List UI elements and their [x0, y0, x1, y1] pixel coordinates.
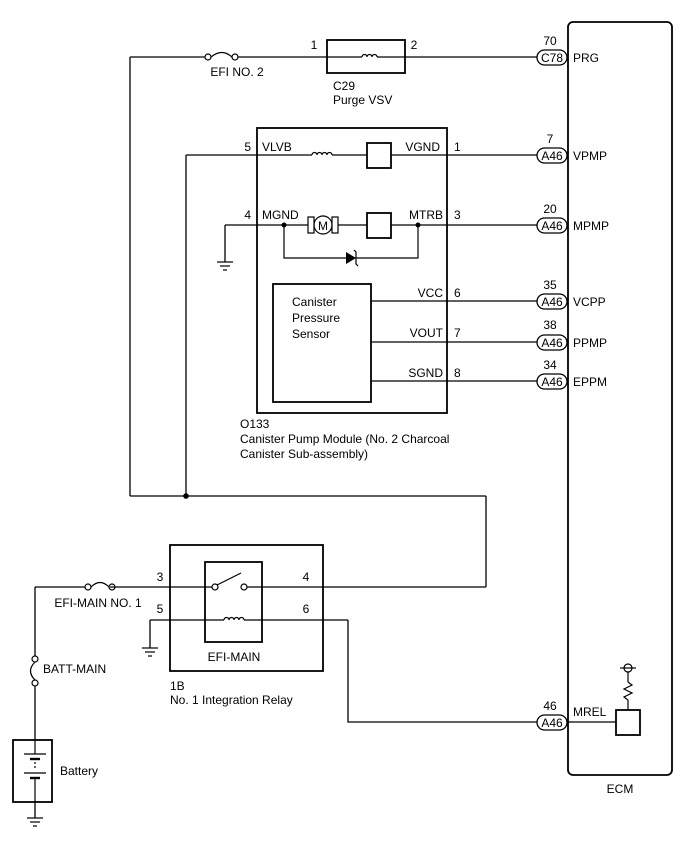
ecm-pin-34-conn: A46 [541, 375, 563, 389]
relay-coil-icon [223, 616, 245, 621]
ground-icon [142, 647, 158, 657]
ecm-pin-46-num: 46 [543, 699, 557, 713]
ground-icon [217, 261, 233, 271]
mrel-driver-block [615, 709, 641, 736]
fuse-efi-no2 [204, 51, 239, 61]
connector-a46 [536, 293, 568, 310]
ecm-pin-38-conn: A46 [541, 336, 563, 350]
module-name-line2: Canister Sub-assembly) [240, 447, 368, 461]
module-name-line1: Canister Pump Module (No. 2 Charcoal [240, 432, 449, 446]
relay-switch-icon [211, 572, 248, 591]
module-pin-5-num: 5 [244, 140, 251, 154]
sensor-label-line2: Pressure [292, 311, 340, 325]
module-pin-3-name: MTRB [409, 208, 443, 222]
ecm-block [567, 21, 673, 776]
diode-wire-right [356, 225, 419, 259]
ecm-pin-34-name: EPPM [573, 375, 607, 389]
ecm-pin-7-conn: A46 [541, 149, 563, 163]
ecm-pin-35-num: 35 [543, 278, 557, 292]
module-pin-7-num: 7 [454, 326, 461, 340]
ecm-pin-35-name: VCPP [573, 295, 606, 309]
vsv-pin1: 1 [311, 38, 318, 52]
fuse-efi-main-no1-label: EFI-MAIN NO. 1 [54, 596, 142, 610]
ecm-pin-38-name: PPMP [573, 336, 607, 350]
module-pin-6-name: VCC [418, 286, 444, 300]
relay-code: 1B [170, 679, 185, 693]
sensor-label-line3: Sensor [292, 327, 330, 341]
ecm-pin-70-num: 70 [543, 34, 557, 48]
relay-pin-6: 6 [303, 602, 310, 616]
efi-main-relay-block [204, 561, 263, 643]
vsv-name: Purge VSV [333, 93, 392, 107]
relay-pin-4: 4 [303, 570, 310, 584]
ecm-pin-38-num: 38 [543, 318, 557, 332]
module-pin-1-name: VGND [405, 140, 440, 154]
sensor-label-line1: Canister [292, 295, 337, 309]
integration-relay-block [169, 544, 324, 672]
module-code: O133 [240, 417, 270, 431]
wire-mrel [347, 620, 537, 723]
connector-a46 [536, 147, 568, 164]
module-pin-6-num: 6 [454, 286, 461, 300]
fuse-efi-no2-label: EFI NO. 2 [210, 65, 264, 79]
battery-label: Battery [60, 764, 98, 778]
module-pin-8-num: 8 [454, 366, 461, 380]
diode-wire-left [283, 225, 346, 259]
canister-pump-module-block [256, 127, 448, 414]
ecm-pin-70-conn: C78 [541, 51, 563, 65]
battery-block [12, 739, 53, 803]
ecm-pin-20-num: 20 [543, 202, 557, 216]
connector-a46 [536, 217, 568, 234]
relay-pin-5: 5 [157, 602, 164, 616]
relay-pin-3: 3 [157, 570, 164, 584]
module-pin-8-name: SGND [408, 366, 443, 380]
pressure-sensor-block [272, 283, 372, 403]
vsv-pin2: 2 [411, 38, 418, 52]
connector-c78 [536, 49, 568, 66]
ecm-pin-20-conn: A46 [541, 219, 563, 233]
fuse-batt-main [29, 655, 39, 687]
relay-inner-label: EFI-MAIN [208, 650, 261, 664]
ecm-pin-20-name: MPMP [573, 219, 609, 233]
valve-coil-icon [311, 151, 333, 156]
ecm-label: ECM [607, 782, 634, 796]
module-pin-5-name: VLVB [262, 140, 292, 154]
valve-block [366, 142, 392, 169]
module-pin-4-num: 4 [244, 208, 251, 222]
connector-a46 [536, 373, 568, 390]
module-pin-3-num: 3 [454, 208, 461, 222]
junction-dot [183, 493, 189, 499]
ecm-pin-46-conn: A46 [541, 716, 563, 730]
module-pin-1-num: 1 [454, 140, 461, 154]
battery-cells-icon [24, 753, 46, 780]
motor-driver-block [366, 212, 392, 239]
ecm-pin-70-name: PRG [573, 51, 599, 65]
ground-icon [27, 817, 43, 827]
ecm-pin-7-num: 7 [547, 132, 554, 146]
module-pin-7-name: VOUT [410, 326, 444, 340]
fuse-batt-main-label: BATT-MAIN [43, 662, 106, 676]
resistor-icon [622, 681, 634, 701]
vsv-coil-icon [361, 53, 378, 58]
motor-letter: M [318, 219, 328, 233]
vsv-code: C29 [333, 79, 355, 93]
ecm-pin-7-name: VPMP [573, 149, 607, 163]
ecm-pin-34-num: 34 [543, 358, 557, 372]
fuse-efi-main-no1 [84, 581, 116, 591]
module-pin-4-name: MGND [262, 208, 299, 222]
ecm-pin-46-name: MREL [573, 705, 607, 719]
connector-a46 [536, 334, 568, 351]
ecm-pin-35-conn: A46 [541, 295, 563, 309]
relay-name: No. 1 Integration Relay [170, 693, 293, 707]
